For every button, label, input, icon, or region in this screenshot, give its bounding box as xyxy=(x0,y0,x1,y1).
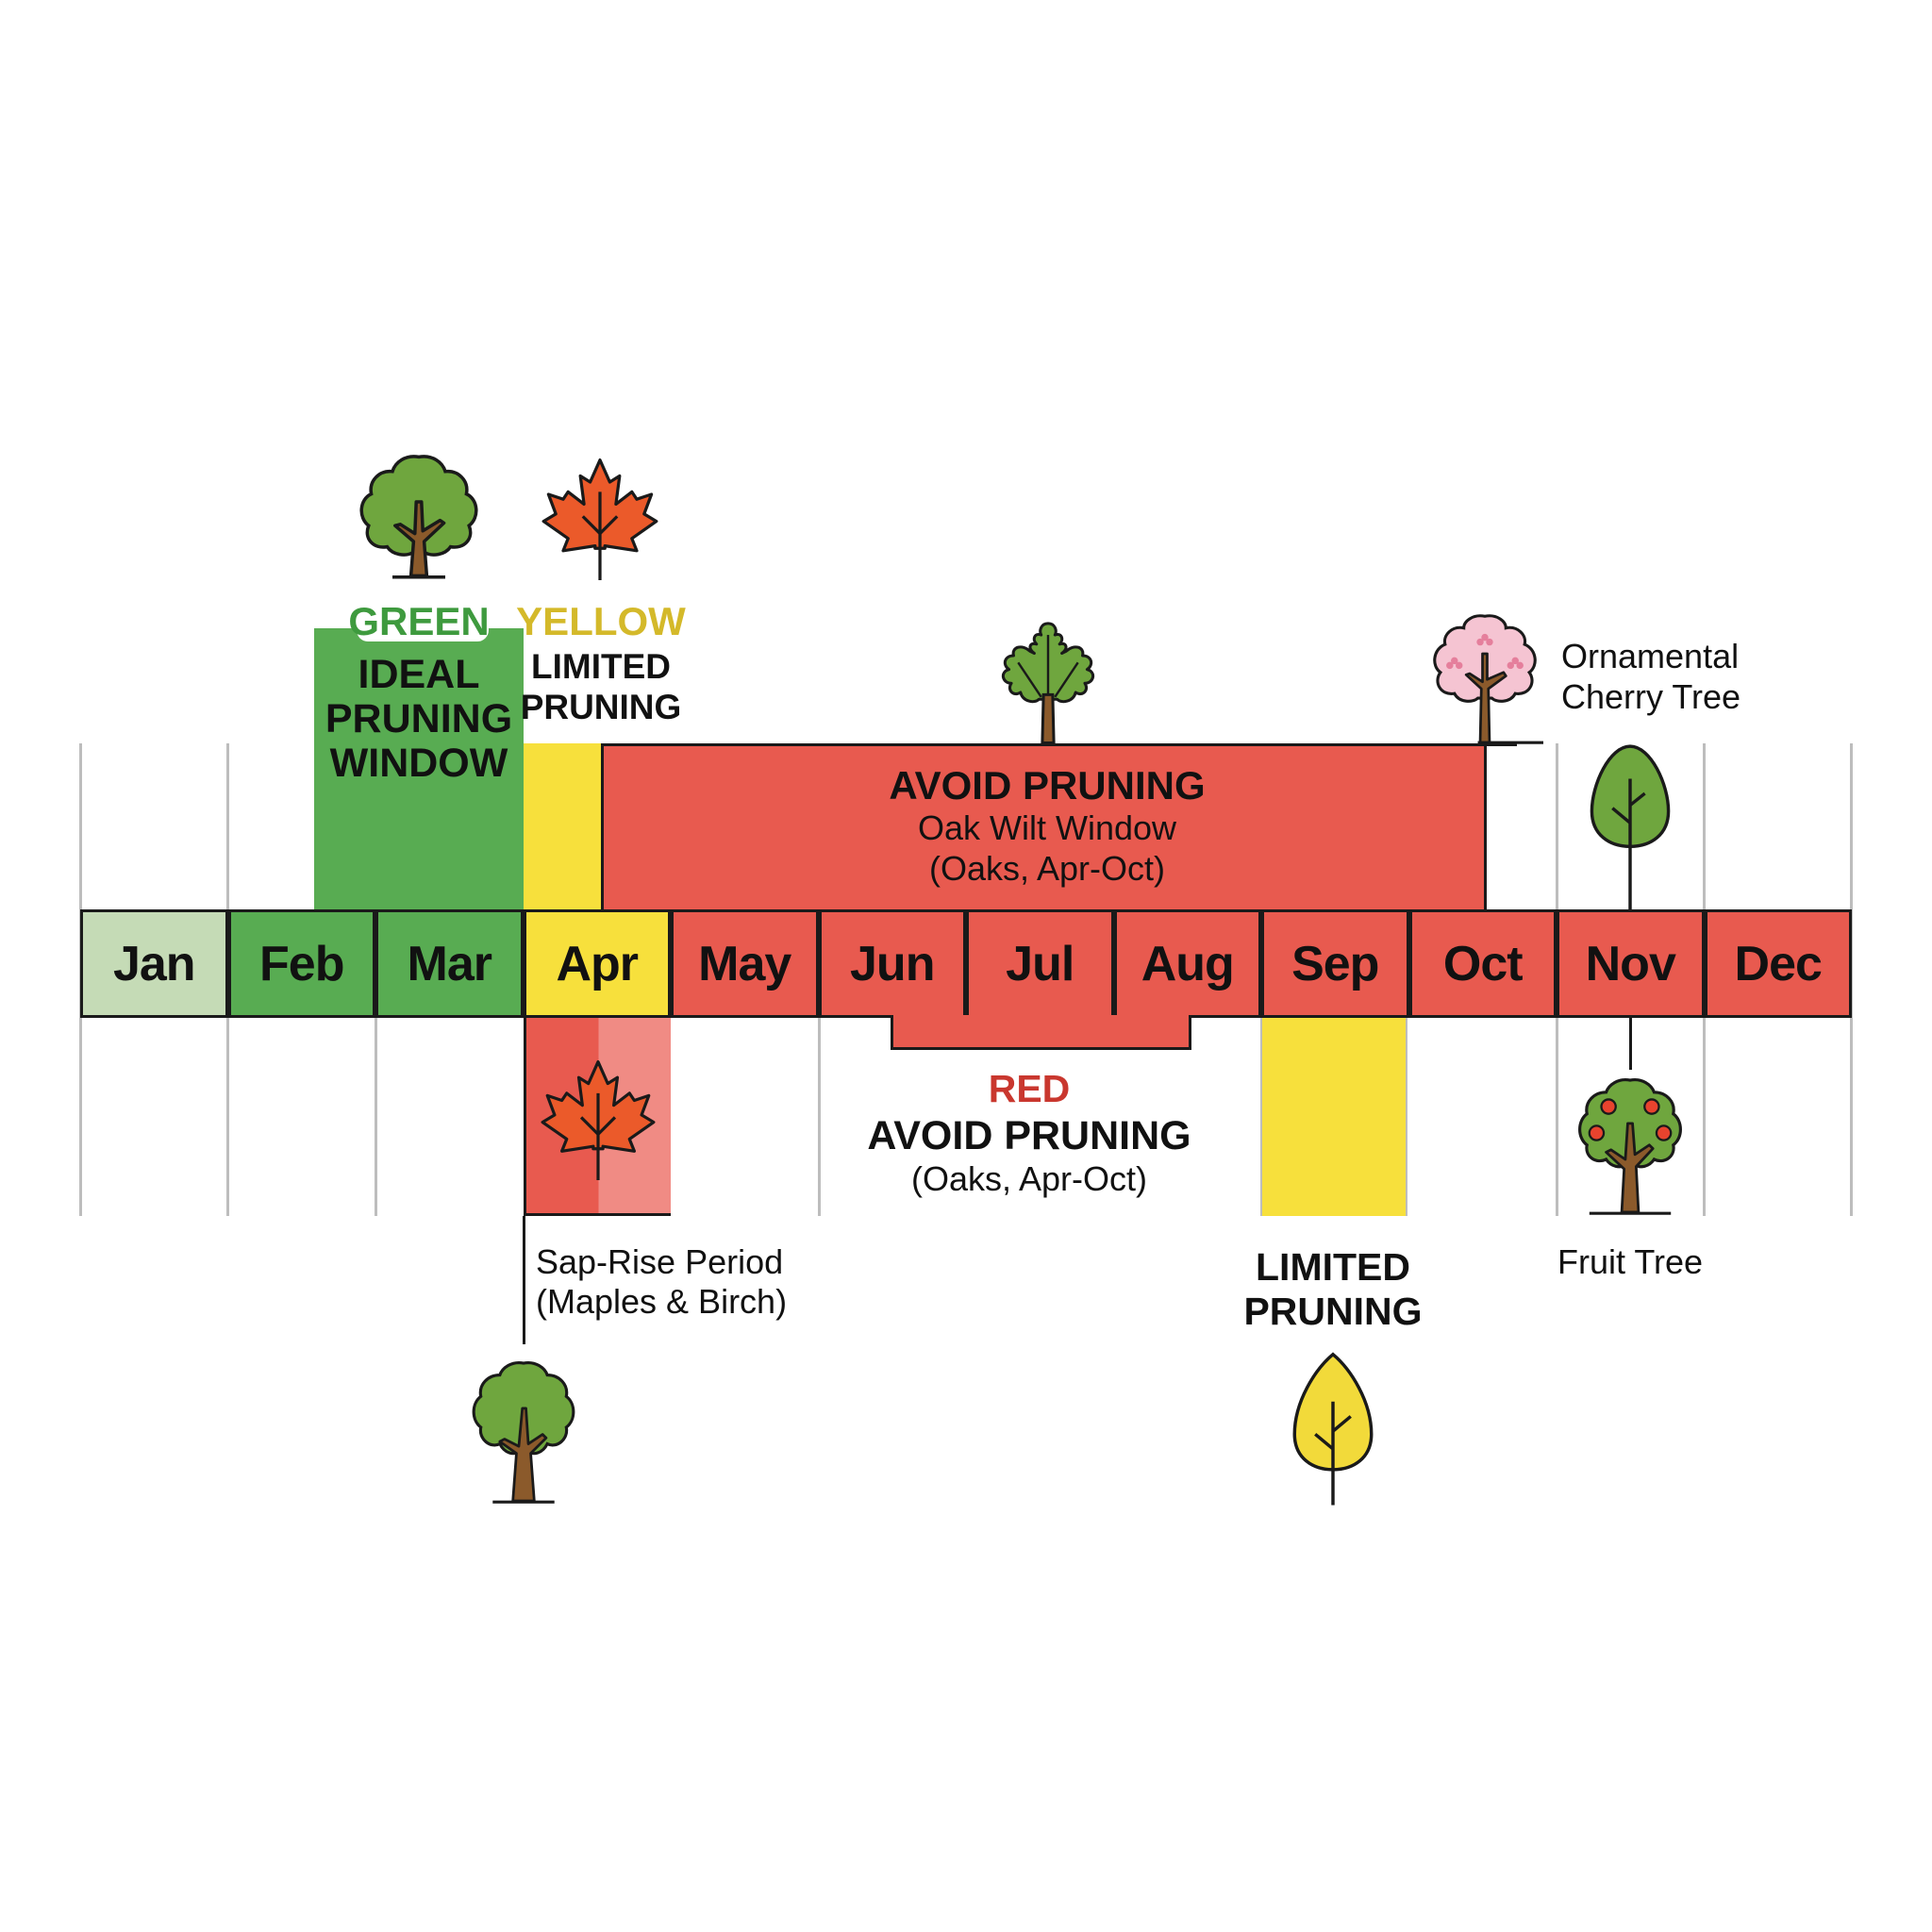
month-may: May xyxy=(671,909,819,1018)
month-label: Jan xyxy=(112,936,196,991)
yellow-tag: YELLOW xyxy=(516,599,686,643)
sap-rise-maple-leaf-icon xyxy=(538,1057,658,1183)
cherry-label-line-1: Ornamental xyxy=(1561,637,1740,675)
month-label: May xyxy=(698,936,791,991)
green-label-line-3: WINDOW xyxy=(329,741,508,786)
fruit-tree-label: Fruit Tree xyxy=(1557,1242,1704,1281)
yellow-label-line-2: PRUNING xyxy=(520,688,682,726)
sap-rise-leader-line xyxy=(523,1216,525,1344)
sep-limited-line-1: LIMITED xyxy=(1256,1245,1410,1289)
red-legend-title: AVOID PRUNING xyxy=(867,1113,1191,1158)
oval-tree-icon xyxy=(1586,743,1674,911)
summer-avoid-bar xyxy=(891,1015,1191,1050)
sep-limited-line-2: PRUNING xyxy=(1243,1290,1423,1333)
yellow-limited-block xyxy=(524,743,601,909)
yellow-label-line-1: LIMITED xyxy=(531,647,671,686)
month-label: Sep xyxy=(1291,936,1379,991)
month-label: Nov xyxy=(1585,936,1676,991)
green-label-line-2: PRUNING xyxy=(325,696,513,741)
month-apr: Apr xyxy=(523,909,671,1018)
oak-wilt-subtitle: Oak Wilt Window xyxy=(917,808,1177,847)
month-oct: Oct xyxy=(1408,909,1557,1018)
month-jan: Jan xyxy=(80,909,228,1018)
month-dec: Dec xyxy=(1704,909,1852,1018)
month-label: Mar xyxy=(407,936,492,991)
oak-wilt-title: AVOID PRUNING xyxy=(889,763,1206,808)
yellow-leaf-icon xyxy=(1289,1351,1377,1506)
maple-leaf-icon xyxy=(539,455,661,583)
cherry-blossom-tree-icon xyxy=(1426,611,1543,745)
green-label-line-1: IDEAL xyxy=(358,652,480,697)
month-jul: Jul xyxy=(966,909,1114,1018)
cherry-label-line-2: Cherry Tree xyxy=(1561,677,1741,716)
sap-rise-label-line-1: Sap-Rise Period xyxy=(536,1242,784,1281)
month-label: Dec xyxy=(1734,936,1823,991)
deciduous-tree-icon xyxy=(353,449,485,581)
green-tag-notch xyxy=(357,604,489,641)
fruit-tree-connector xyxy=(1629,1018,1632,1070)
month-label: Apr xyxy=(556,936,639,991)
grid-line xyxy=(375,1018,377,1216)
green-ideal-window-block xyxy=(314,628,524,909)
month-mar: Mar xyxy=(375,909,524,1018)
green-tag: GREEN xyxy=(348,599,490,643)
month-sep: Sep xyxy=(1261,909,1409,1018)
fruit-tree-icon xyxy=(1570,1075,1690,1217)
month-nov: Nov xyxy=(1557,909,1705,1018)
month-label: Aug xyxy=(1141,936,1235,991)
oak-tree-icon xyxy=(991,619,1106,745)
month-feb: Feb xyxy=(227,909,375,1018)
grid-line xyxy=(818,1018,821,1216)
red-tag: RED xyxy=(988,1067,1071,1110)
month-label: Feb xyxy=(259,936,344,991)
month-label: Jul xyxy=(1006,936,1074,991)
month-label: Jun xyxy=(850,936,935,991)
sep-limited-block xyxy=(1260,1018,1407,1216)
month-jun: Jun xyxy=(818,909,966,1018)
oak-wilt-avoid-block xyxy=(601,743,1487,909)
sap-rise-tree-icon xyxy=(464,1358,583,1506)
month-label: Oct xyxy=(1442,936,1524,991)
oak-wilt-detail: (Oaks, Apr-Oct) xyxy=(928,849,1166,888)
oak-wilt-top-line-extension xyxy=(1487,743,1517,746)
month-aug: Aug xyxy=(1113,909,1261,1018)
red-legend-detail: (Oaks, Apr-Oct) xyxy=(910,1159,1148,1198)
sap-rise-label-line-2: (Maples & Birch) xyxy=(536,1282,788,1321)
